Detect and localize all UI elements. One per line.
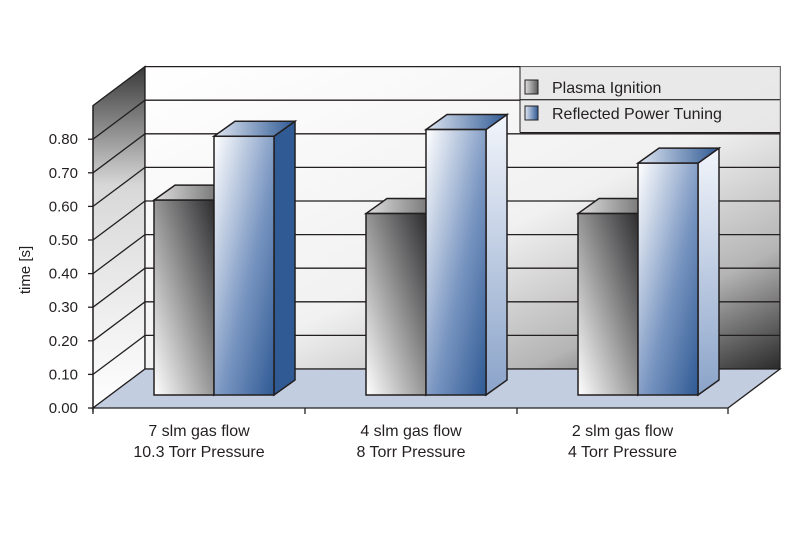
legend-label: Reflected Power Tuning [552,106,722,123]
y-tick-label: 0.10 [49,366,78,383]
bar [577,212,639,396]
bar [365,212,427,396]
x-tick-label: 2 slm gas flow [572,423,674,440]
bar-side [485,113,508,397]
gridline-side [92,99,146,140]
gridline-side [92,301,146,342]
y-tick-label: 0.60 [49,198,78,215]
y-tick-label: 0.00 [49,400,78,417]
bar [153,199,215,396]
bar [425,128,487,396]
bar-side [273,119,296,397]
gridline-side [92,334,146,375]
y-tick-label: 0.80 [49,131,78,148]
bar-side [697,146,720,397]
y-tick-label: 0.40 [49,266,78,283]
gridline-side [92,166,146,207]
bar [213,135,275,396]
bar [637,162,699,396]
x-tick-label: 4 Torr Pressure [568,444,677,461]
legend-swatch [524,79,539,95]
y-tick-label: 0.30 [49,299,78,316]
y-tick-label: 0.20 [49,333,78,350]
y-tick-label: 0.70 [49,165,78,182]
x-tick-label: 4 slm gas flow [360,423,462,440]
gridline-side [92,267,146,308]
left-wall [92,65,146,410]
gridline-side [92,234,146,275]
x-tick-label: 7 slm gas flow [148,423,250,440]
legend-label: Plasma Ignition [552,80,661,97]
x-tick-label: 8 Torr Pressure [356,444,465,461]
gridline-side [92,133,146,174]
legend-swatch [524,105,539,121]
x-tick-label: 10.3 Torr Pressure [133,444,264,461]
gridline-side [92,200,146,241]
y-axis-label: time [s] [17,246,34,294]
y-tick-label: 0.50 [49,232,78,249]
